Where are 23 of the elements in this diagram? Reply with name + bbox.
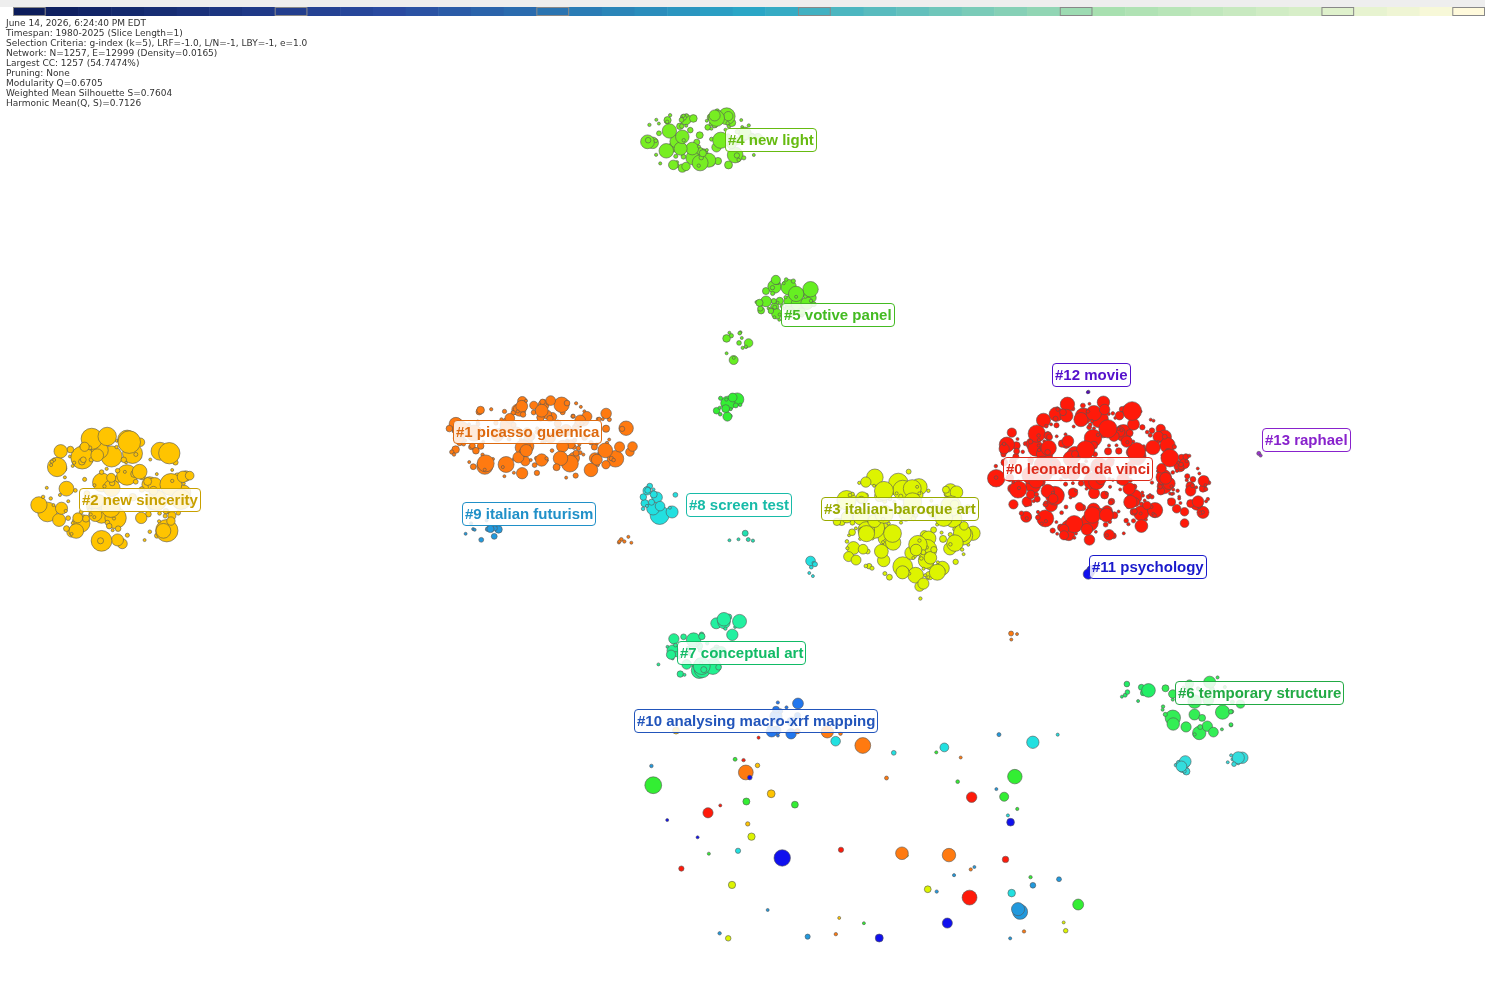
cluster-label: #5 votive panel — [781, 303, 895, 327]
cluster-label: #4 new light — [725, 128, 817, 152]
network-statistics-text: Largest CC: 1257 (54.7474%) — [6, 58, 141, 68]
cluster-label: #9 italian futurism — [462, 502, 597, 526]
network-statistics-text: Selection Criteria: g-index (k=5), LRF=-1.0, L/N=-1, LBY=-1, e=1.0 — [6, 38, 308, 48]
network-statistics-text: June 14, 2026, 6:24:40 PM EDT — [6, 18, 147, 28]
cluster-label: #13 raphael — [1262, 428, 1351, 452]
network-statistics-text: Network: N=1257, E=12999 (Density=0.0165) — [6, 48, 219, 58]
cluster-label: #1 picasso guernica — [453, 420, 603, 444]
cluster-label: #11 psychology — [1089, 555, 1207, 579]
cluster-label: #7 conceptual art — [677, 641, 807, 665]
cluster-label: #6 temporary structure — [1175, 681, 1345, 705]
cluster-label: #12 movie — [1052, 363, 1131, 387]
cluster-label: #3 italian-baroque art — [821, 497, 979, 521]
network-statistics-text: Timespan: 1980-2025 (Slice Length=1) — [6, 28, 184, 38]
cluster-label: #0 leonardo da vinci — [1003, 457, 1154, 481]
network-statistics-text: Weighted Mean Silhouette S=0.7604 — [6, 88, 174, 98]
cluster-label: #8 screen test — [686, 493, 793, 517]
network-statistics-text: Harmonic Mean(Q, S)=0.7126 — [6, 98, 143, 108]
network-statistics-text: Modularity Q=0.6705 — [6, 78, 104, 88]
cluster-label: #10 analysing macro-xrf mapping — [634, 709, 879, 733]
cluster-label: #2 new sincerity — [79, 488, 201, 512]
network-statistics-text: Pruning: None — [6, 68, 71, 78]
